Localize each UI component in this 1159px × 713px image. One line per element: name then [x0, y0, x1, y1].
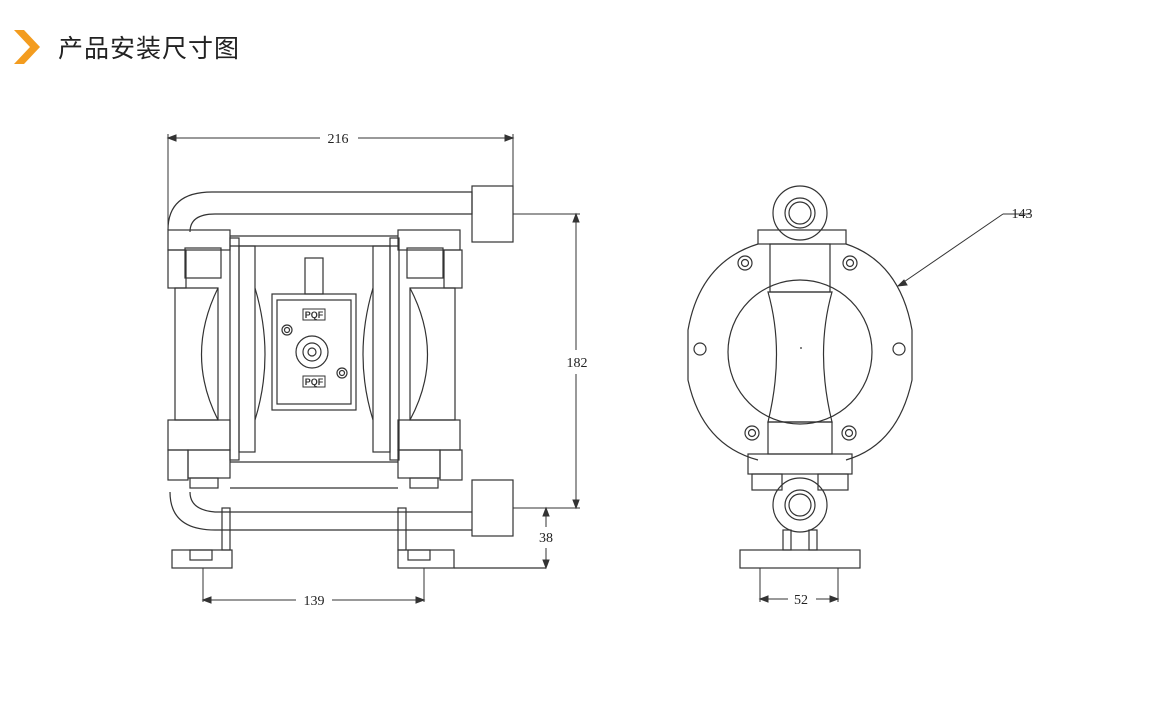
dimension-flange-callout: 143 [1012, 207, 1033, 222]
brand-label-bottom: PQF [305, 377, 324, 387]
front-view: PQF PQF [167, 185, 546, 569]
dimension-outlet-height: 38 [539, 531, 553, 546]
dimension-height: 182 [567, 356, 588, 371]
dimension-base-span: 139 [304, 594, 325, 609]
brand-label-top: PQF [305, 310, 324, 320]
section-header: 产品安装尺寸图 [14, 30, 240, 64]
chevron-right-icon [14, 30, 40, 64]
side-view [687, 185, 913, 569]
side-dimensions [758, 213, 1030, 603]
dimension-width: 216 [328, 132, 349, 147]
page-title: 产品安装尺寸图 [58, 34, 241, 63]
front-dimensions [166, 134, 580, 604]
dimension-side-base: 52 [794, 593, 808, 608]
